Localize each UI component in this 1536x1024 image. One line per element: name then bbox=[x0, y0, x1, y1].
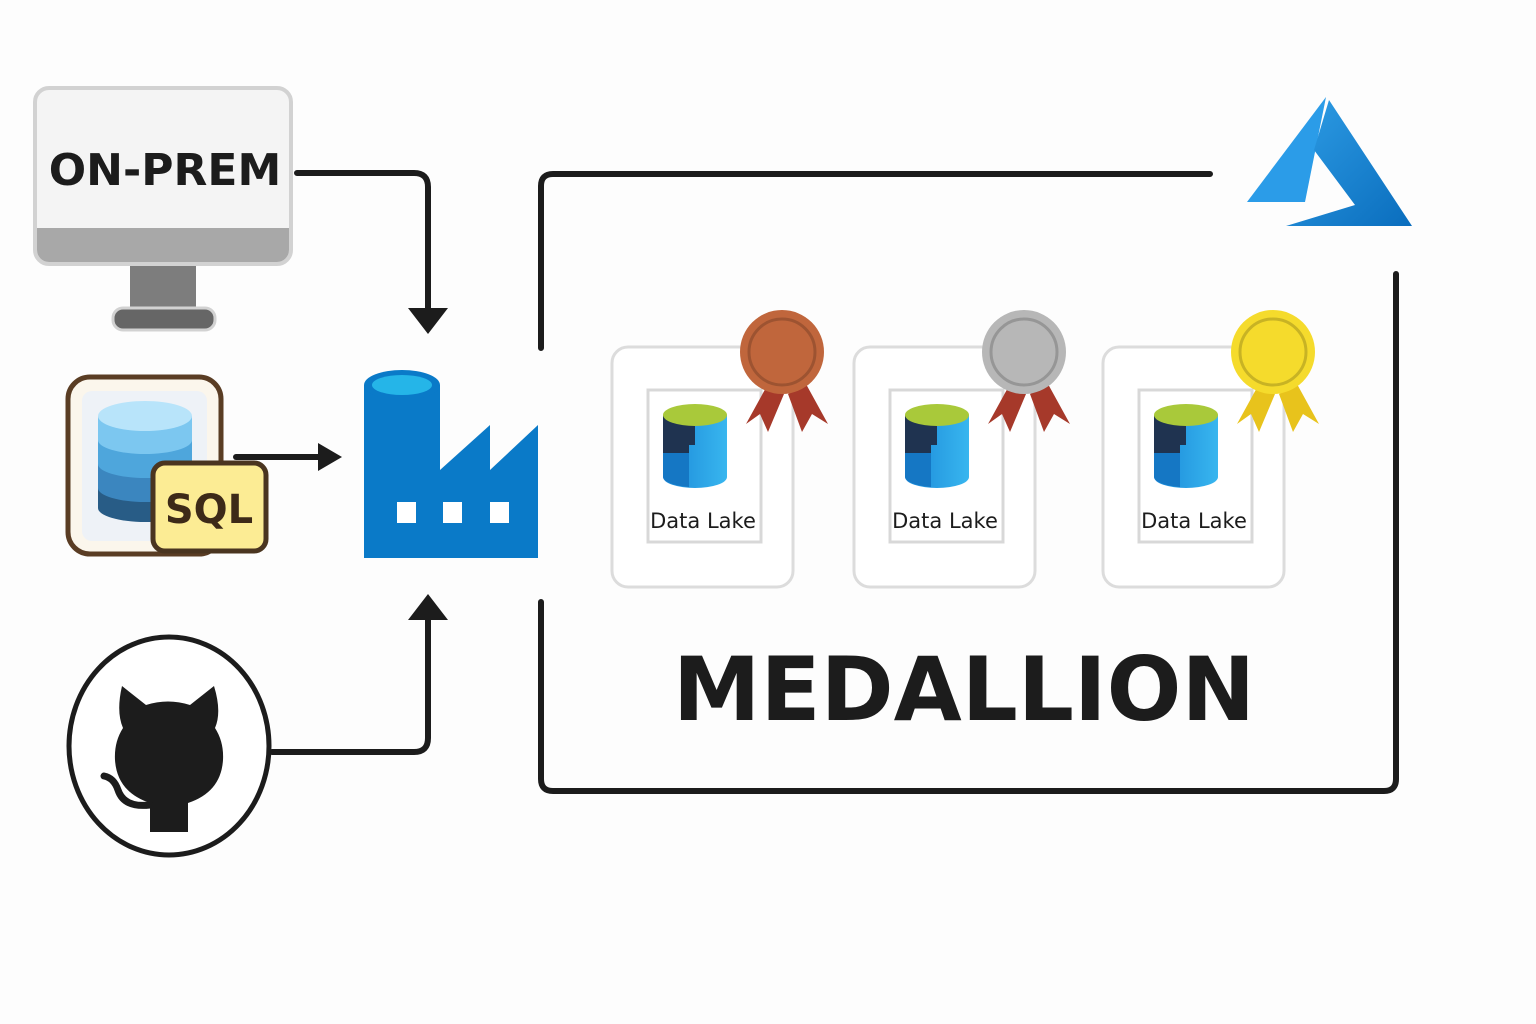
arrow-head-up bbox=[408, 594, 448, 620]
medal-ribbon-left bbox=[1237, 384, 1275, 432]
medal-inner-ring bbox=[747, 317, 817, 387]
cylinder-shade bbox=[663, 453, 689, 487]
medal-bronze-icon bbox=[740, 310, 824, 394]
medal-inner-ring bbox=[989, 317, 1059, 387]
cylinder-top bbox=[1154, 404, 1218, 426]
arrow-head-right bbox=[318, 443, 342, 471]
medallion-layers: Data Lake Data Lake Data Lake bbox=[610, 310, 1319, 589]
cylinder-top bbox=[663, 404, 727, 426]
onprem-label: ON-PREM bbox=[49, 145, 281, 196]
factory-window bbox=[397, 502, 416, 523]
medal-ribbon-right bbox=[1279, 384, 1319, 432]
medal-gold-icon bbox=[1231, 310, 1315, 394]
cylinder-shade bbox=[1154, 453, 1180, 487]
medal-inner-ring bbox=[1238, 317, 1308, 387]
sql-label: SQL bbox=[165, 487, 253, 533]
cylinder-shade bbox=[905, 453, 931, 487]
medal-ribbon-left bbox=[988, 384, 1026, 432]
octocat-tail bbox=[100, 772, 154, 809]
factory-chimney-opening bbox=[372, 375, 432, 395]
data-lake-label: Data Lake bbox=[892, 509, 998, 533]
monitor-base bbox=[111, 306, 217, 332]
github-icon bbox=[66, 634, 272, 858]
connector-arrows bbox=[233, 170, 431, 755]
data-lake-icon bbox=[905, 404, 969, 488]
data-lake-label: Data Lake bbox=[650, 509, 756, 533]
monitor-screen bbox=[33, 86, 293, 266]
medallion-title: MEDALLION bbox=[673, 638, 1255, 741]
data-lake-icon bbox=[1154, 404, 1218, 488]
medallion-frame-top bbox=[538, 171, 1213, 351]
github-to-factory-arrow bbox=[269, 615, 431, 755]
sql-database-icon: SQL bbox=[65, 374, 269, 557]
medallion-layer-bronze: Data Lake bbox=[610, 310, 828, 589]
azure-logo-right bbox=[1286, 100, 1412, 226]
factory-window bbox=[443, 502, 462, 523]
azure-logo-left bbox=[1247, 97, 1326, 202]
data-lake-label: Data Lake bbox=[1141, 509, 1247, 533]
monitor-neck bbox=[130, 266, 196, 310]
sql-badge bbox=[150, 460, 269, 554]
medallion-container bbox=[538, 171, 1399, 794]
factory-window bbox=[490, 502, 509, 523]
medal-ribbon-right bbox=[788, 384, 828, 432]
medal-silver-icon bbox=[982, 310, 1066, 394]
azure-data-factory-icon bbox=[364, 370, 538, 558]
onprem-monitor: ON-PREM bbox=[33, 86, 293, 332]
cylinder-top bbox=[905, 404, 969, 426]
medal-ribbon-left bbox=[746, 384, 784, 432]
arrow-head-down bbox=[408, 308, 448, 334]
factory-body bbox=[364, 385, 538, 558]
medallion-frame-bottom bbox=[538, 271, 1399, 794]
onprem-to-factory-arrow bbox=[294, 170, 431, 313]
arrow-heads bbox=[318, 308, 448, 620]
monitor-bezel bbox=[37, 228, 289, 262]
medallion-layer-gold: Data Lake bbox=[1101, 310, 1319, 589]
octocat-icon bbox=[114, 686, 224, 832]
data-lake-icon bbox=[663, 404, 727, 488]
medallion-layer-silver: Data Lake bbox=[852, 310, 1070, 589]
medal-ribbon-right bbox=[1030, 384, 1070, 432]
azure-logo-icon bbox=[1247, 97, 1412, 226]
